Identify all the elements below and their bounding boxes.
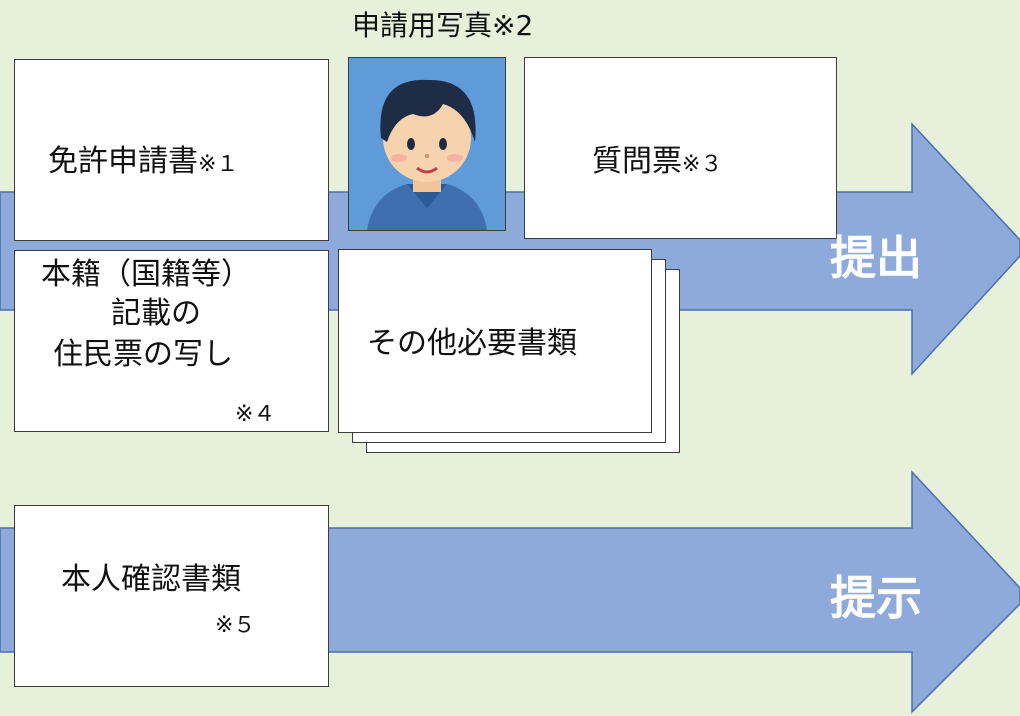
resident-record-note: ※４ (235, 402, 276, 427)
id-documents-label: 本人確認書類 (61, 562, 241, 597)
application-photo (348, 57, 506, 231)
questionnaire-note: ※３ (682, 152, 723, 177)
other-docs-card: その他必要書類 (338, 249, 652, 433)
questionnaire-text: 質問票 (592, 144, 682, 179)
resident-record-card: 本籍（国籍等） 記載の 住民票の写し ※４ (14, 250, 329, 432)
resident-record-line2: 記載の (111, 296, 201, 331)
corner-paren: （ (1000, 24, 1020, 60)
application-form-note: ※１ (198, 152, 239, 177)
photo-caption: 申請用写真※2 (352, 9, 534, 42)
application-form-label: 免許申請書※１ (48, 144, 238, 183)
submit-action-label: 提出 (830, 231, 922, 285)
person-avatar-icon (349, 58, 505, 230)
questionnaire-card: 質問票※３ (524, 57, 837, 239)
other-docs-label: その他必要書類 (367, 326, 577, 361)
id-documents-card: 本人確認書類 ※５ (14, 505, 329, 687)
questionnaire-label: 質問票※３ (592, 144, 722, 183)
application-form-text: 免許申請書 (48, 144, 198, 179)
present-action-label: 提示 (830, 571, 922, 625)
resident-record-line3: 住民票の写し (53, 337, 233, 372)
application-form-card: 免許申請書※１ (14, 59, 329, 241)
id-documents-note: ※５ (215, 613, 256, 638)
resident-record-line1: 本籍（国籍等） (41, 257, 251, 292)
